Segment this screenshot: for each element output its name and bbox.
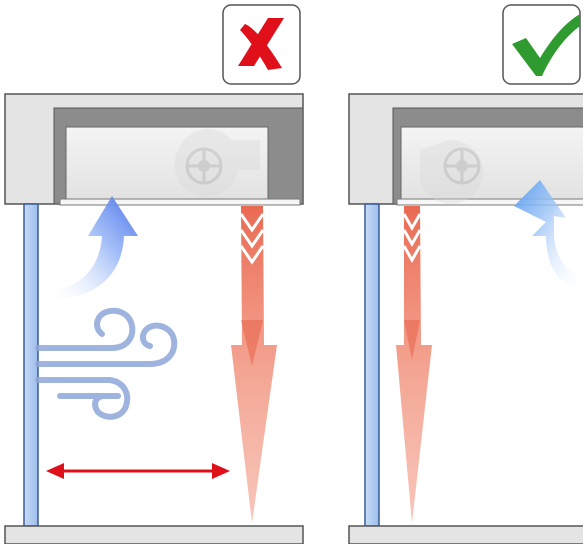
return-air-arrow bbox=[44, 196, 138, 300]
warm-air-curtain-arrow bbox=[231, 206, 277, 523]
panel-incorrect bbox=[4, 4, 304, 544]
air-curtain-unit bbox=[53, 107, 304, 206]
floor bbox=[348, 525, 583, 544]
return-air-arrow bbox=[514, 180, 583, 290]
cross-mark-icon bbox=[238, 18, 284, 70]
verdict-box-correct bbox=[502, 4, 581, 85]
blower-fan-icon bbox=[174, 129, 260, 197]
floor bbox=[4, 525, 304, 544]
blower-fan-icon bbox=[420, 139, 483, 204]
door-glass bbox=[364, 203, 380, 527]
wind-draft-icon bbox=[35, 307, 178, 420]
air-curtain-unit bbox=[392, 107, 583, 206]
check-mark-icon bbox=[512, 14, 580, 76]
panel-correct bbox=[348, 4, 583, 544]
gap-double-arrow bbox=[46, 463, 230, 479]
warm-air-curtain-arrow bbox=[396, 206, 432, 523]
verdict-box-incorrect bbox=[222, 4, 301, 85]
